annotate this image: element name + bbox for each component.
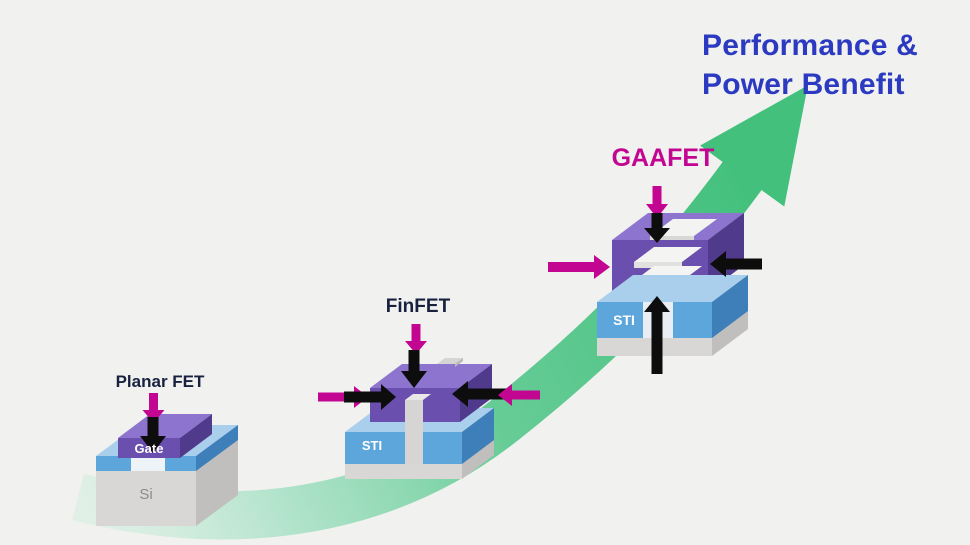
planar-gate-side	[180, 414, 212, 458]
finfet-structure	[318, 324, 540, 479]
finfet-fin-front-top	[405, 394, 431, 400]
planar-substrate-text: Si	[139, 486, 153, 503]
planar-oxide-side	[196, 425, 238, 471]
planar-fet-structure	[96, 393, 238, 526]
finfet-magenta-arrow-down	[405, 324, 427, 354]
planar-substrate-front	[96, 470, 196, 526]
gaafet-substrate-side	[712, 311, 748, 356]
planar-black-arrow-down	[140, 417, 166, 453]
planar-gate-text: Gate	[134, 441, 164, 456]
planar-substrate-side	[196, 439, 238, 526]
gaafet-nanosheet-1	[634, 247, 702, 262]
performance-title-line1: Performance &	[702, 29, 919, 62]
finfet-oxide-side	[462, 408, 494, 464]
planar-gate-front	[118, 438, 180, 458]
gaafet-magenta-arrow-down	[646, 186, 668, 218]
gaafet-magenta-arrow-left	[548, 255, 610, 279]
gaafet-oxide-side	[712, 275, 748, 340]
label-planar-fet: Planar FET	[115, 372, 205, 391]
finfet-fin-front	[405, 400, 423, 464]
performance-title-line2: Power Benefit	[702, 68, 905, 101]
planar-magenta-arrow-down	[142, 393, 165, 423]
finfet-gate-top	[370, 364, 492, 388]
finfet-magenta-arrow-right	[498, 384, 540, 406]
finfet-oxide-front	[345, 432, 462, 464]
gaafet-structure	[548, 186, 762, 374]
finfet-fin-back-top	[437, 358, 463, 364]
finfet-black-arrow-down	[401, 350, 427, 388]
gaafet-black-arrow-right	[710, 251, 762, 277]
gaafet-black-arrow-up	[644, 296, 670, 374]
finfet-black-arrow-right	[452, 381, 512, 407]
gaafet-black-arrow-down	[644, 213, 670, 243]
planar-gate-top	[118, 414, 212, 438]
planar-channel-front	[131, 456, 165, 471]
finfet-substrate-front	[345, 463, 462, 479]
finfet-sti-text: STI	[361, 438, 383, 453]
label-finfet: FinFET	[385, 296, 451, 317]
gaafet-top-nanosheet-edge	[650, 236, 694, 240]
performance-title: Performance & Power Benefit	[702, 26, 918, 104]
gaafet-oxide-top	[597, 275, 748, 302]
gaafet-nanosheet-1-edge	[634, 262, 682, 268]
finfet-substrate-side	[462, 439, 494, 479]
finfet-black-arrow-left	[344, 384, 396, 410]
gaafet-sti-text: STI	[613, 312, 635, 328]
finfet-fin-back-side	[455, 358, 463, 367]
label-gaafet: GAAFET	[611, 144, 715, 172]
